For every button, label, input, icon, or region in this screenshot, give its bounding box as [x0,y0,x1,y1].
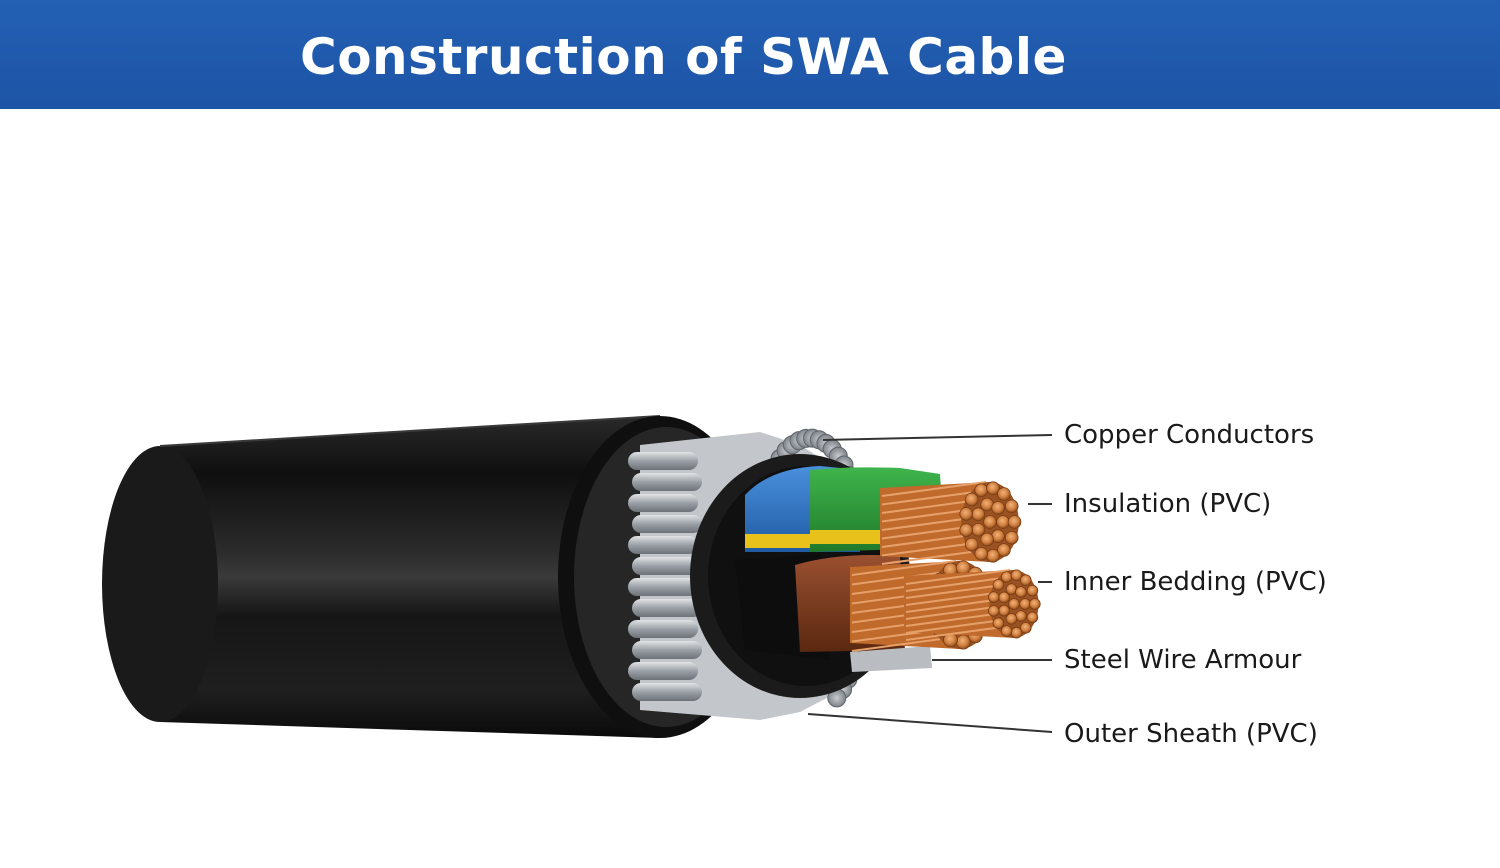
leader-outer-sheath [807,713,1053,733]
copper-conductors [850,481,1041,652]
leader-lines [807,434,1053,733]
armour-wire [632,683,702,701]
armour-wire [632,557,702,575]
page-title: Construction of SWA Cable [300,28,1067,86]
armour-wire [628,494,698,512]
leader-copper-conductors [822,434,1053,441]
label-outer-sheath: Outer Sheath (PVC) [1064,719,1318,749]
armour-wire [632,641,702,659]
label-insulation: Insulation (PVC) [1064,489,1272,519]
label-copper-conductors: Copper Conductors [1064,420,1315,450]
armour-wire [632,473,702,491]
copper-strands-right [904,569,1041,641]
title-banner: Construction of SWA Cable [0,0,1500,109]
armour-wire [628,452,698,470]
copper-strands-upper [880,481,1022,565]
armour-wire [632,599,702,617]
armour-wire [628,536,698,554]
label-inner-bedding: Inner Bedding (PVC) [1064,567,1327,597]
armour-wire [628,578,698,596]
grey-core-edge [850,646,932,672]
armour-wire [628,662,698,680]
armour-wire [628,620,698,638]
label-steel-wire-armour: Steel Wire Armour [1064,645,1302,675]
outer-sheath [102,415,661,738]
armour-wire [632,515,702,533]
